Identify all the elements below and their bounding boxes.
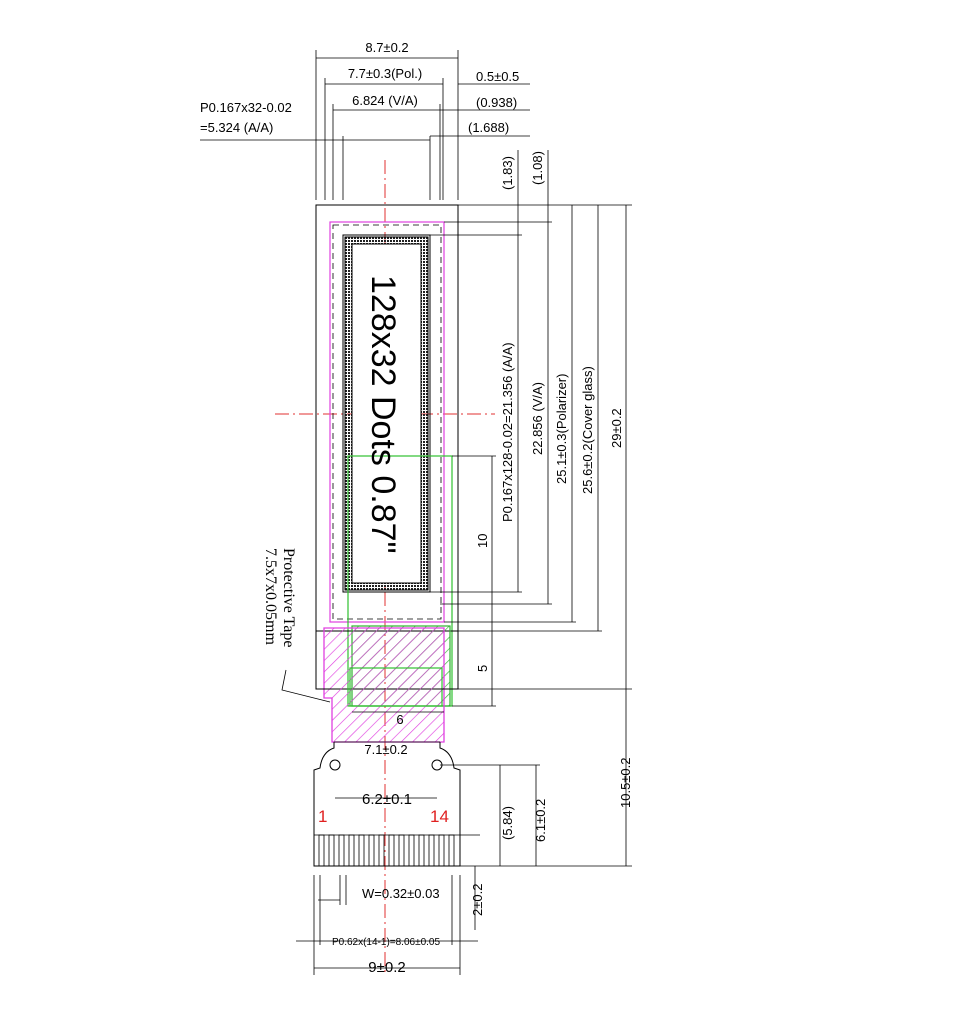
dim-fpc-5-84: (5.84) [500,806,515,840]
dim-top-1-83: (1.83) [500,156,515,190]
dim-right-0-5: 0.5±0.5 [476,69,519,84]
dim-fpc-7-1: 7.1±0.2 [364,742,407,757]
top-dimensions [200,50,530,200]
tape-note-line2: 7.5x7x0.05mm [262,548,279,645]
dim-aa-pitch-line2: =5.324 (A/A) [200,120,273,135]
dim-top-1-08: (1.08) [530,151,545,185]
dim-aa-length: P0.167x128-0.02=21.356 (A/A) [500,342,515,522]
pin-14-label: 14 [430,807,449,826]
pin-1-label: 1 [318,807,327,826]
fpc-bond-area [316,625,458,743]
dim-va-length: 22.856 (V/A) [530,382,545,455]
fpc-dimensions [281,669,632,975]
dim-ten: 10 [475,534,490,548]
right-dimensions [430,150,632,866]
dim-pin-width: W=0.32±0.03 [362,886,440,901]
display-label: 128x32 Dots 0.87" [364,275,402,554]
dim-aa-pitch-line1: P0.167x32-0.02 [200,100,292,115]
fpc-pins [318,834,455,867]
tape-note-line1: Protective Tape [280,548,297,647]
dim-pin-2: 2±0.2 [470,884,485,916]
dim-pol-7-7: 7.7±0.3(Pol.) [348,66,422,81]
dim-fpc-6-2: 6.2±0.1 [362,791,412,808]
dim-total-length: 29±0.2 [609,408,624,448]
dim-right-0-938: (0.938) [476,95,517,110]
panel-outlines [315,204,459,707]
dim-five: 5 [475,665,490,672]
dim-pin-pitch: P0.62x(14-1)=8.06±0.05 [332,937,441,948]
dim-six: 6 [396,712,403,727]
dim-fpc-9: 9±0.2 [368,959,405,976]
dim-fpc-10-5: 10.5±0.2 [618,757,633,808]
dim-right-1-688: (1.688) [468,120,509,135]
dim-width-8-7: 8.7±0.2 [365,40,408,55]
dim-polarizer-length: 25.1±0.3(Polarizer) [554,374,569,484]
dim-va-6-824: 6.824 (V/A) [352,93,418,108]
dim-cover-length: 25.6±0.2(Cover glass) [580,366,595,494]
fpc-tail [313,742,461,867]
dim-fpc-6-1: 6.1±0.2 [533,799,548,842]
